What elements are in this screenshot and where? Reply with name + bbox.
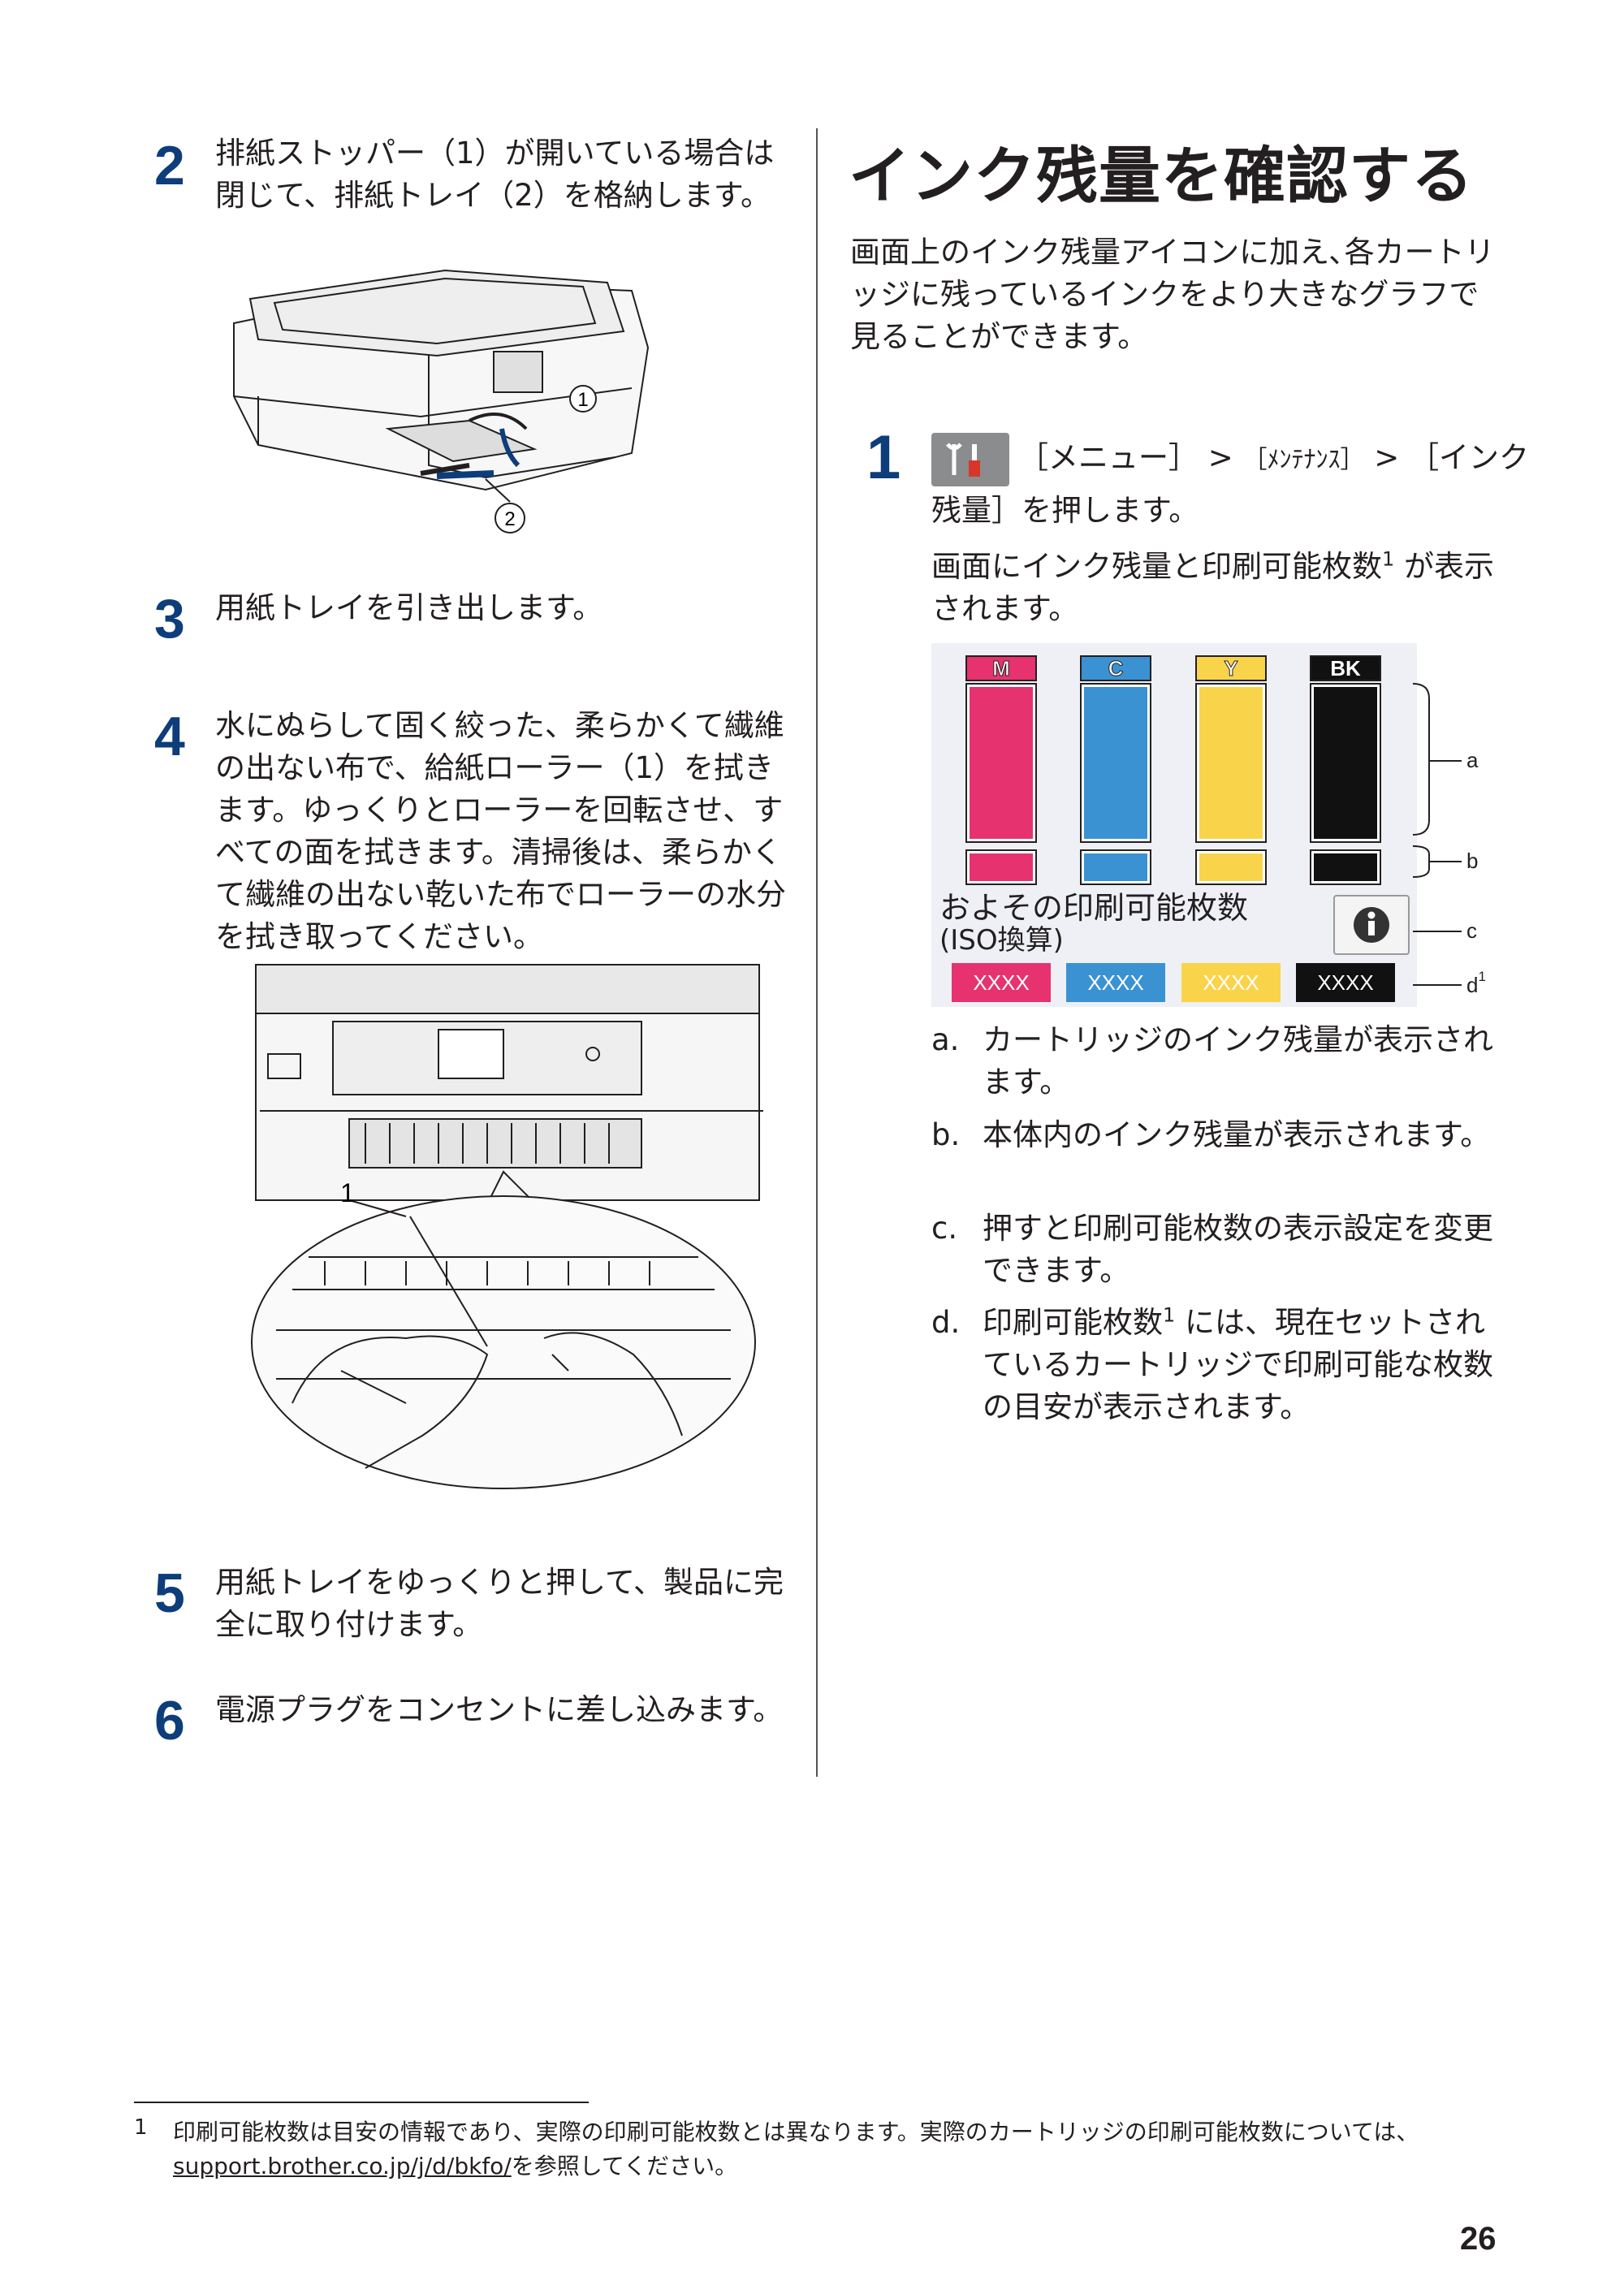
step-6-text: 電源プラグをコンセントに差し込みます。 bbox=[215, 1692, 784, 1727]
list-item-letter: b. bbox=[931, 1117, 961, 1152]
info-button[interactable] bbox=[1333, 895, 1410, 955]
internal-tank-level-y bbox=[1199, 853, 1263, 881]
callout-1: 1 bbox=[577, 389, 588, 411]
cartridge-label-bg-bk bbox=[1310, 655, 1381, 681]
list-item-text-a: 印刷可能枚数 bbox=[983, 1305, 1163, 1340]
footnote-ref: 1 bbox=[1382, 547, 1395, 571]
printer-tray-illustration: 1 2 bbox=[233, 269, 650, 534]
path-separator: > bbox=[1199, 440, 1243, 475]
internal-tank-level-c bbox=[1084, 853, 1147, 881]
footnote-text: 印刷可能枚数は目安の情報であり、実際の印刷可能枚数とは異なります。実際のカートリ… bbox=[173, 2115, 1513, 2184]
ink-level-label: ［インク bbox=[1409, 440, 1530, 475]
menu-path-continued: 残量］を押します。 bbox=[931, 493, 1199, 528]
internal-tank-level-m bbox=[970, 853, 1033, 881]
list-item-letter: d. bbox=[931, 1305, 961, 1340]
count-cyan: XXXX bbox=[1066, 963, 1165, 1002]
list-item-letter: c. bbox=[931, 1211, 958, 1246]
cartridge-label-bk: BK bbox=[1330, 656, 1361, 680]
callout-lines bbox=[1413, 683, 1462, 986]
section-title: インク残量を確認する bbox=[849, 140, 1474, 212]
step-number-4: 4 bbox=[154, 706, 185, 767]
list-item-text: 印刷可能枚数1 には、現在セットされているカートリッジで印刷可能な枚数の目安が表… bbox=[983, 1302, 1510, 1428]
step-2-text: 排紙ストッパー（1）が開いている場合は閉じて、排紙トレイ（2）を格納します。 bbox=[215, 136, 775, 213]
step-number-5: 5 bbox=[154, 1562, 185, 1624]
step-5-text: 用紙トレイをゆっくりと押して、製品に完全に取り付けます。 bbox=[215, 1565, 784, 1642]
maintenance-label: ［ﾒﾝﾃﾅﾝｽ］ bbox=[1242, 446, 1365, 474]
count-yellow: XXXX bbox=[1181, 963, 1281, 1002]
step-number-6: 6 bbox=[154, 1690, 185, 1752]
result-text-a: 画面にインク残量と印刷可能枚数 bbox=[931, 549, 1382, 584]
step-number-3: 3 bbox=[154, 588, 185, 650]
cartridge-level-bk bbox=[1314, 687, 1377, 839]
result-text-b: が表示されます。 bbox=[931, 549, 1495, 626]
column-divider bbox=[816, 128, 818, 1777]
callout-d-letter: d bbox=[1466, 973, 1479, 997]
footnote-text-a: 印刷可能枚数は目安の情報であり、実際の印刷可能枚数とは異なります。実際のカートリ… bbox=[173, 2119, 1419, 2145]
ink-level-bars: M C Y BK bbox=[965, 655, 1381, 885]
tools-icon bbox=[931, 433, 1009, 486]
cartridge-level-y bbox=[1199, 687, 1263, 839]
internal-tank-level-bk bbox=[1314, 853, 1377, 881]
menu-path: ［メニュー］ > ［ﾒﾝﾃﾅﾝｽ］ > ［インク bbox=[1018, 434, 1529, 484]
callout-2: 2 bbox=[504, 508, 515, 530]
list-item-text-b: には、現在セットされているカートリッジで印刷可能な枚数の目安が表示されます。 bbox=[983, 1305, 1493, 1424]
path-separator: > bbox=[1364, 440, 1410, 475]
callout-d-sup: 1 bbox=[1478, 969, 1486, 985]
callout-d: d1 bbox=[1466, 970, 1486, 998]
cartridge-level-m bbox=[970, 687, 1033, 839]
cartridge-label-m: M bbox=[992, 656, 1010, 680]
step-3-text: 用紙トレイを引き出します。 bbox=[215, 590, 603, 625]
footnote-rule bbox=[134, 2102, 589, 2103]
result-text: 画面にインク残量と印刷可能枚数1 が表示されます。 bbox=[931, 546, 1508, 630]
callout-c: c bbox=[1466, 918, 1477, 943]
menu-label: ［メニュー］ bbox=[1018, 440, 1199, 475]
step-number-2: 2 bbox=[154, 135, 185, 197]
info-icon bbox=[1354, 907, 1389, 943]
list-item-letter: a. bbox=[931, 1022, 960, 1057]
count-black: XXXX bbox=[1296, 963, 1395, 1002]
print-count-label-line1: およその印刷可能枚数 bbox=[939, 890, 1249, 926]
footnote-text-b: を参照してください。 bbox=[511, 2153, 738, 2180]
step-number-1: 1 bbox=[866, 423, 901, 492]
callout-roller: 1 bbox=[340, 1178, 355, 1207]
step-4-text: 水にぬらして固く絞った、柔らかくて繊維の出ない布で、給紙ローラー（1）を拭きます… bbox=[215, 708, 786, 954]
cartridge-label-y: Y bbox=[1224, 656, 1237, 680]
callout-b: b bbox=[1466, 849, 1479, 873]
callout-a: a bbox=[1466, 748, 1479, 772]
cartridge-level-c bbox=[1084, 687, 1147, 839]
cartridge-label-bg-y bbox=[1195, 655, 1267, 681]
count-magenta: XXXX bbox=[952, 963, 1051, 1002]
roller-cleaning-illustration: 1 bbox=[251, 964, 763, 1489]
cartridge-label-c: C bbox=[1108, 656, 1124, 680]
footnote-number: 1 bbox=[134, 2115, 148, 2140]
print-count-label: およその印刷可能枚数 (ISO換算) bbox=[939, 892, 1248, 957]
cartridge-label-bg-c bbox=[1080, 655, 1151, 681]
footnote-ref: 1 bbox=[1163, 1303, 1176, 1327]
page-number: 26 bbox=[1460, 2221, 1497, 2257]
cartridge-label-bg-m bbox=[965, 655, 1037, 681]
support-link[interactable]: support.brother.co.jp/j/d/bkfo/ bbox=[173, 2153, 512, 2180]
list-item-text: 押すと印刷可能枚数の表示設定を変更できます。 bbox=[983, 1211, 1493, 1288]
intro-text: 画面上のインク残量アイコンに加え､各カートリッジに残っているインクをより大きなグ… bbox=[850, 235, 1495, 354]
print-count-label-line2: (ISO換算) bbox=[939, 924, 1064, 957]
list-item-text: カートリッジのインク残量が表示されます。 bbox=[983, 1022, 1493, 1099]
list-item-text: 本体内のインク残量が表示されます。 bbox=[983, 1117, 1491, 1152]
